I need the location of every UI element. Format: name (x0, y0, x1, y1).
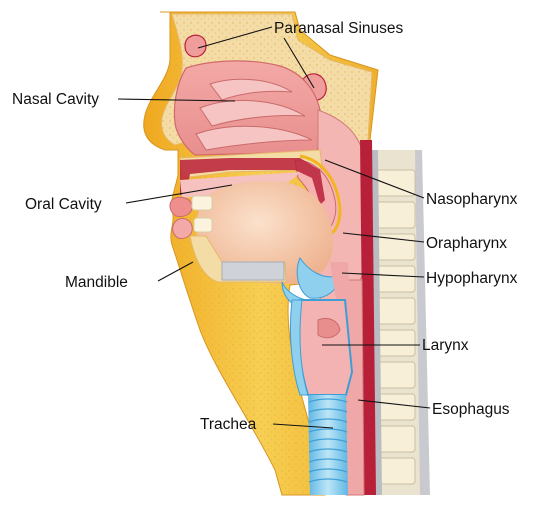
mandible-gray (222, 262, 284, 280)
label-nasopharynx: Nasopharynx (426, 191, 518, 208)
label-oral-cavity: Oral Cavity (25, 196, 102, 213)
larynx-body (298, 300, 352, 395)
label-nasal-cavity: Nasal Cavity (12, 91, 99, 108)
upper-teeth (192, 196, 212, 210)
label-trachea: Trachea (200, 416, 257, 433)
upper-lip (170, 197, 192, 216)
label-larynx: Larynx (422, 337, 469, 354)
label-oropharynx: Orapharynx (426, 235, 507, 252)
label-paranasal-sinuses: Paranasal Sinuses (274, 20, 403, 37)
lower-teeth (194, 218, 212, 232)
frontal-sinus (185, 35, 206, 57)
lower-lip (173, 219, 193, 239)
label-mandible: Mandible (65, 274, 128, 291)
label-hypopharynx: Hypopharynx (426, 270, 518, 287)
label-esophagus: Esophagus (432, 401, 510, 418)
